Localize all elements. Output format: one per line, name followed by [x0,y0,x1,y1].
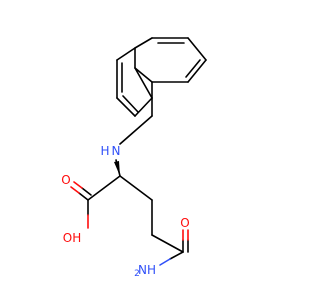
bond-ring-5 [116,47,136,61]
bond-ring-1 [134,67,153,99]
atom-labels: N H O OH O NH 2 [61,144,189,279]
bond-acid-c-o2-red [73,181,83,189]
stereo-wedge [114,161,120,176]
bond-ring-3 [116,97,136,117]
bond-ring-11 [134,67,153,83]
amide-o-label: O [180,216,189,230]
acid-carbonyl-o-label: O [61,173,70,187]
bond-ring-2 [134,97,153,117]
wedge-bond [114,161,120,176]
bond-calpha-cbeta [119,175,153,201]
amide-group-bonds [159,229,189,266]
amide-n-label: NH [138,263,156,277]
amide-h2-subscript: 2 [134,269,140,279]
bond-acid-c-o-black [78,192,89,201]
amine-n-label: N [112,144,121,158]
bond-ring-8 [187,37,207,61]
bond-amide-c-n-black [169,251,184,260]
bond-amide-c-n-blue [159,258,171,266]
bond-ch2-n [119,115,153,145]
bond-ring-9 [187,59,207,83]
amine-h-label: H [100,144,109,158]
backbone-bonds [87,97,184,253]
hydroxyl-label: OH [63,231,81,245]
bond-ring-double-1 [122,95,139,113]
molecule-structure: N H O OH O NH 2 [61,37,207,279]
bond-ring-fuse [134,37,153,49]
naphthalene-ring [116,37,207,117]
bond-ring-double-4 [185,59,201,78]
bond-cgamma-amide-c [151,234,184,253]
bond-calpha-acid-c [87,175,121,201]
acid-group-bonds [70,181,92,229]
bond-acid-c-o-red [70,186,80,194]
bond-acid-c-o2-black [81,187,92,196]
